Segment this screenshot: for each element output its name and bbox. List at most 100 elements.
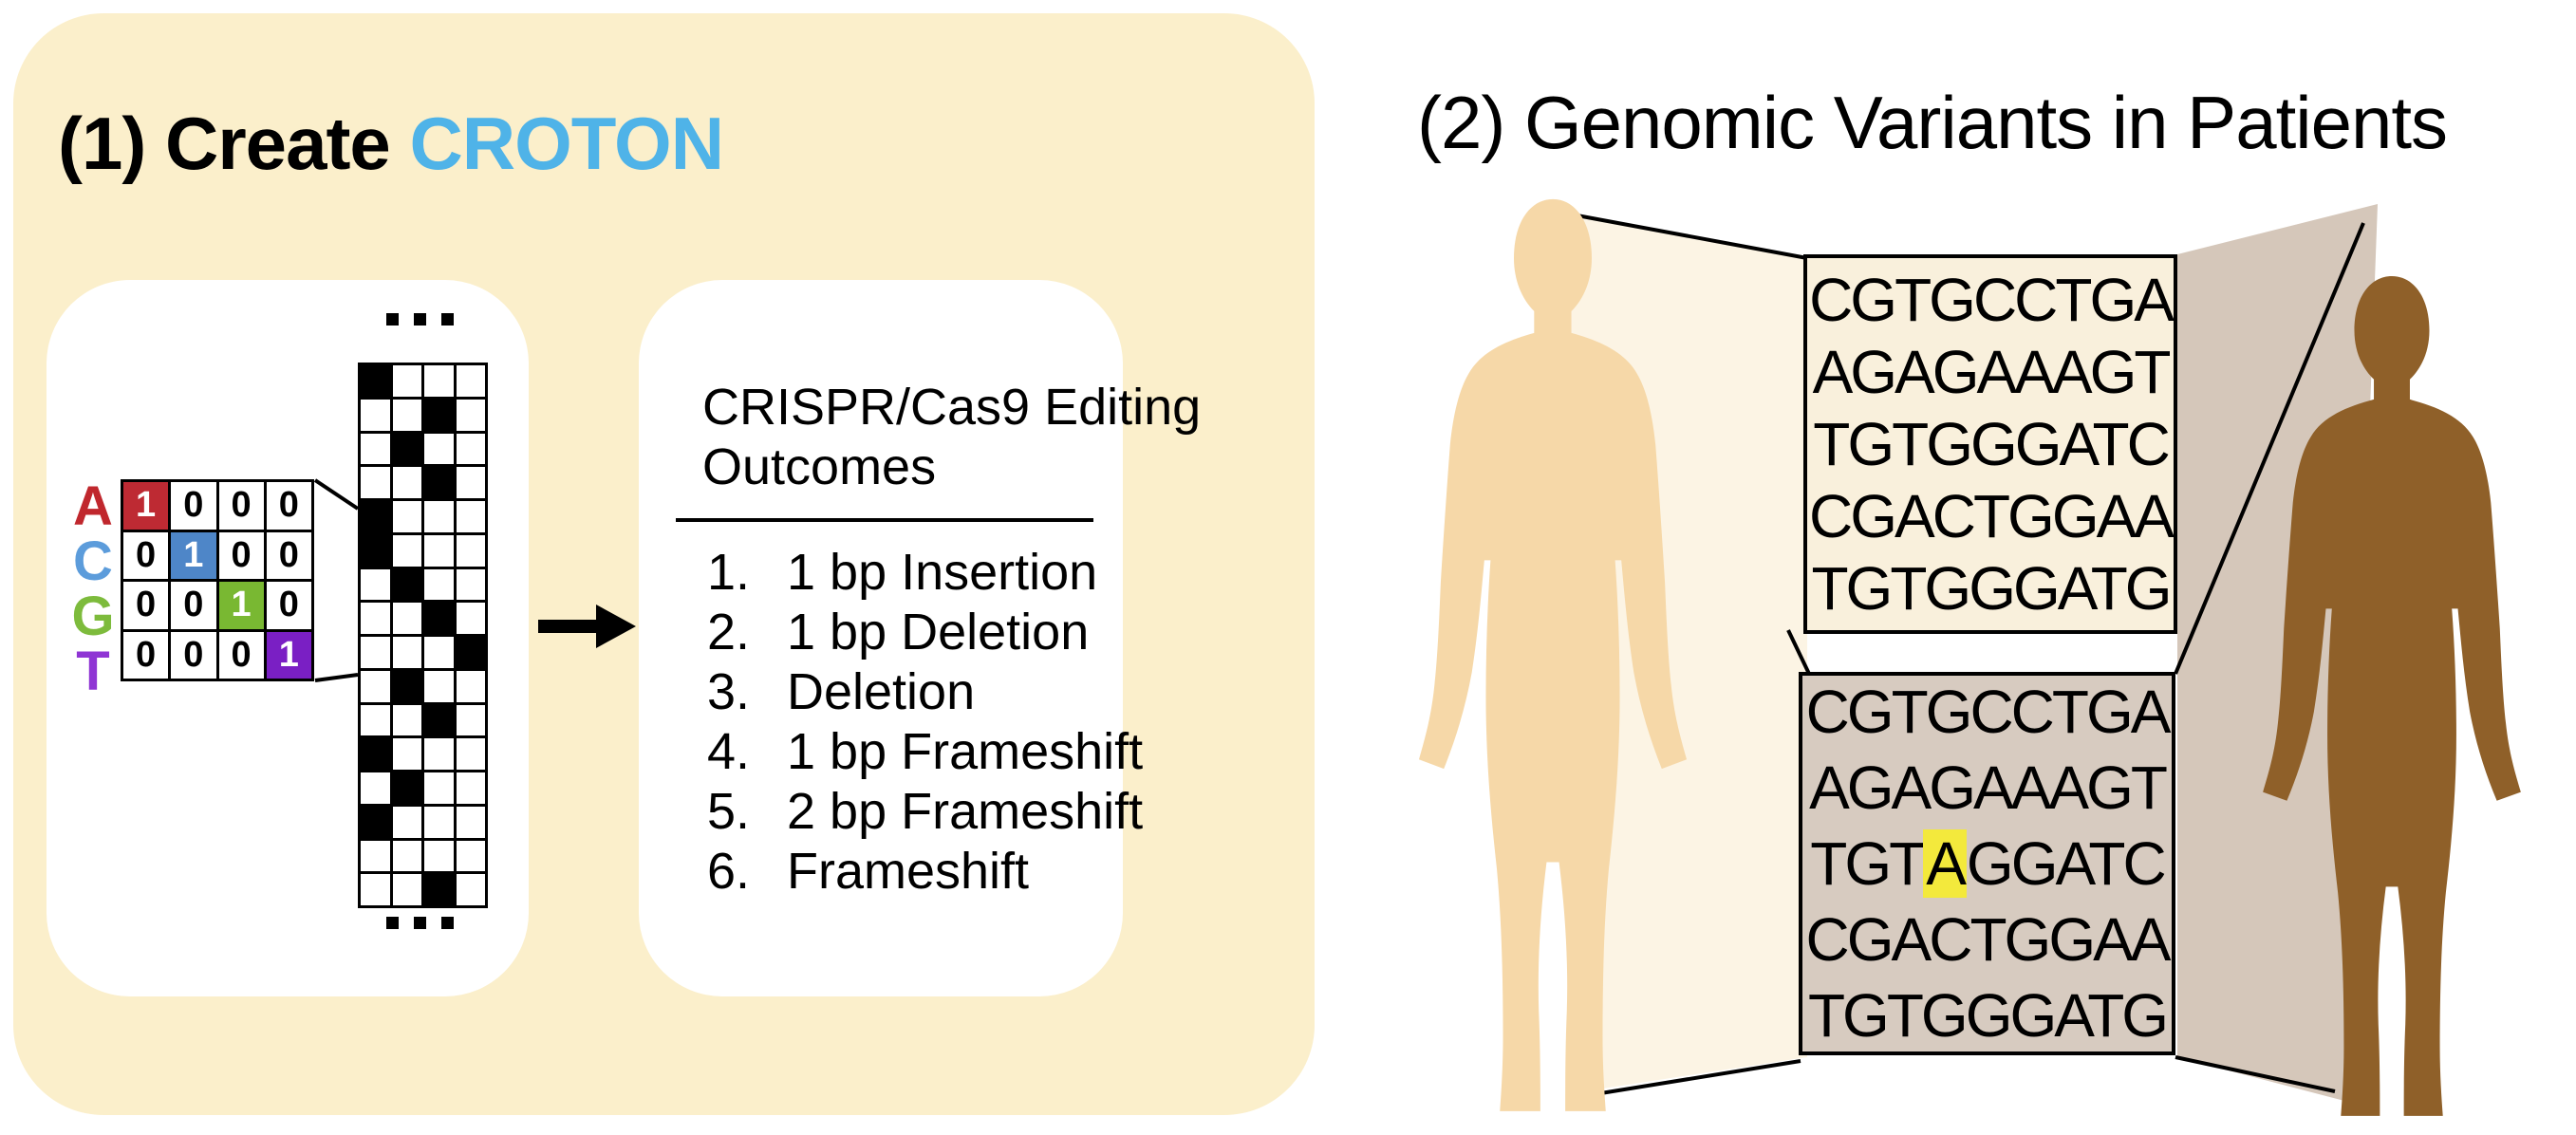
encoded-matrix-cell <box>361 670 390 702</box>
step1-title: (1) Create CROTON <box>58 101 724 187</box>
beam-light-top-edge <box>1571 213 1808 260</box>
encoded-matrix-cell <box>361 772 390 804</box>
encoded-matrix-cell <box>361 738 390 770</box>
onehot-cell: 0 <box>171 631 216 679</box>
patient-silhouette-dark <box>2263 276 2521 1116</box>
outcomes-divider <box>676 518 1093 522</box>
outcome-item: 6.Frameshift <box>707 842 1106 902</box>
encoded-matrix-cell <box>392 399 421 431</box>
outcome-item-number: 1. <box>707 544 751 601</box>
encoded-matrix-cell <box>456 738 485 770</box>
encoded-matrix-cell <box>361 704 390 736</box>
outcome-item: 4.1 bp Frameshift <box>707 722 1143 782</box>
nucleotide-label: C <box>73 530 113 592</box>
encoded-matrix-cell <box>361 433 390 465</box>
onehot-cell: 0 <box>266 482 311 530</box>
encoded-matrix-cell <box>361 399 390 431</box>
encoded-matrix-cell <box>424 365 454 397</box>
encoded-matrix-cell <box>456 670 485 702</box>
outcomes-card <box>639 280 1123 996</box>
encoded-matrix-cell <box>424 704 454 736</box>
sequence-line: CGTGCCTGA <box>1809 266 2175 334</box>
outcome-item: 3.Deletion <box>707 662 1106 722</box>
step1-title-croton: CROTON <box>409 102 724 185</box>
onehot-cell: 0 <box>266 531 311 579</box>
encoded-matrix-cell <box>456 534 485 567</box>
onehot-cell: 0 <box>218 531 264 579</box>
encoded-matrix-cell <box>392 637 421 668</box>
encoded-matrix-cell <box>361 637 390 668</box>
step2-title: (2) Genomic Variants in Patients <box>1417 81 2448 164</box>
encoded-matrix-cell <box>424 670 454 702</box>
encoded-matrix-cell <box>424 433 454 465</box>
right-arrow-icon <box>538 605 636 648</box>
sequence-line: TGTAGGATC <box>1810 829 2167 898</box>
encoded-matrix-cell <box>392 365 421 397</box>
encoded-matrix-cell <box>456 704 485 736</box>
encoded-matrix-cell <box>456 467 485 498</box>
encoded-matrix-cell <box>456 772 485 804</box>
nucleotide-label: T <box>76 641 110 702</box>
outcome-item-label: Frameshift <box>787 843 1030 900</box>
outcomes-title: CRISPR/Cas9 Editing Outcomes <box>702 378 1201 497</box>
encoded-matrix-cell <box>456 806 485 838</box>
encoded-matrix-cell <box>456 603 485 634</box>
onehot-cell: 0 <box>171 482 216 530</box>
outcomes-title-line2: Outcomes <box>702 438 937 495</box>
onehot-cell: 0 <box>123 531 169 579</box>
encoded-matrix-cell <box>361 568 390 601</box>
encoded-matrix-cell <box>456 501 485 532</box>
encoded-matrix-cell <box>424 467 454 498</box>
nucleotide-label: G <box>71 586 115 647</box>
ellipsis-bottom-icon <box>386 917 454 929</box>
encoded-matrix-cell <box>424 399 454 431</box>
encoded-matrix-cell <box>361 840 390 872</box>
encoded-matrix-cell <box>424 806 454 838</box>
encoded-matrix-cell <box>392 806 421 838</box>
step1-title-prefix: (1) Create <box>58 102 410 185</box>
onehot-cell: 1 <box>218 582 264 629</box>
sequence-line: CGACTGGAA <box>1805 905 2172 974</box>
encoded-matrix-cell <box>424 874 454 905</box>
patient-silhouette-light <box>1418 198 1688 1111</box>
onehot-cell: 0 <box>218 482 264 530</box>
encoded-matrix-cell <box>424 568 454 601</box>
encoded-matrix-cell <box>361 874 390 905</box>
encoded-matrix-cell <box>392 704 421 736</box>
encoded-matrix-cell <box>392 840 421 872</box>
encoded-matrix-cell <box>456 399 485 431</box>
encoded-matrix-cell <box>424 603 454 634</box>
zoom-connector-top-line <box>313 478 360 511</box>
sequence-line: TGTGGGATC <box>1813 410 2171 478</box>
encoded-matrix-cell <box>424 534 454 567</box>
outcome-item-label: 1 bp Deletion <box>787 604 1090 661</box>
outcome-item-label: Deletion <box>787 663 976 720</box>
encoded-matrix-cell <box>361 501 390 532</box>
encoded-matrix-cell <box>392 874 421 905</box>
encoded-matrix-cell <box>424 501 454 532</box>
encoded-matrix-cell <box>361 467 390 498</box>
encoded-matrix-cell <box>361 365 390 397</box>
beam-light-box-connector <box>1786 629 1811 675</box>
outcome-item-number: 2. <box>707 604 751 661</box>
onehot-cell: 1 <box>266 631 311 679</box>
onehot-cell: 0 <box>218 631 264 679</box>
outcome-item-label: 2 bp Frameshift <box>787 783 1144 840</box>
zoom-connector-bottom-line <box>314 673 359 682</box>
encoded-matrix-cell <box>392 568 421 601</box>
variant-base-highlight: A <box>1923 829 1967 898</box>
encoded-matrix-cell <box>361 603 390 634</box>
outcomes-title-line1: CRISPR/Cas9 Editing <box>702 379 1202 436</box>
beam-dark-bottom-edge <box>2175 1055 2336 1093</box>
onehot-cell: 1 <box>171 531 216 579</box>
sequence-line: CGACTGGAA <box>1809 482 2175 550</box>
outcome-item-label: 1 bp Insertion <box>787 544 1098 601</box>
sequence-line: TGTGGGATG <box>1811 554 2172 623</box>
ellipsis-top-icon <box>386 313 454 326</box>
